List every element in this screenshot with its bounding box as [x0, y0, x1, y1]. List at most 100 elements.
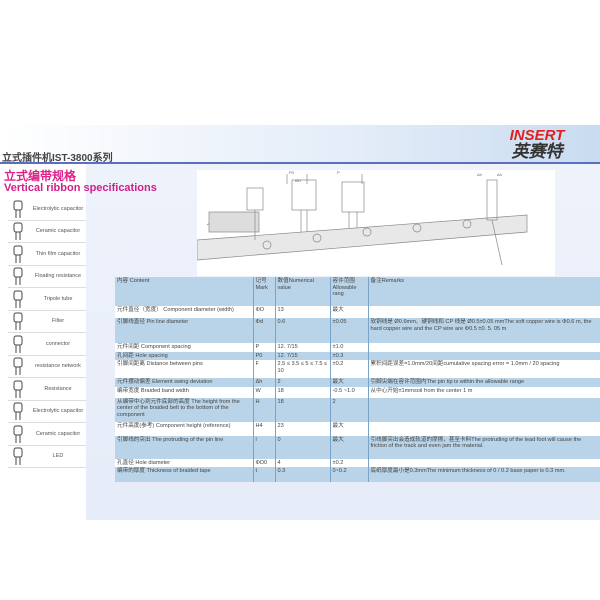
- col-header: 容许范围 Allowable rang: [330, 277, 369, 306]
- table-cell: 编带的厚度 Thickness of braided tape: [115, 467, 254, 482]
- component-item: Electrolytic capacitor: [8, 198, 86, 221]
- resistor-icon: [13, 380, 23, 398]
- table-cell: 引脚间距离 Distance between pins: [115, 360, 254, 378]
- component-label: resistance network: [35, 363, 81, 370]
- table-cell: 2.5 ≤ 3.5 ≤ 5 ≤ 7.5 ≤ 10: [275, 360, 331, 378]
- header-divider: [0, 162, 600, 164]
- ribbon-diagram-icon: P0 ØD P Δh Δh: [196, 170, 528, 266]
- dim-label: Δh: [477, 172, 482, 177]
- component-item: Tripole tube: [8, 288, 86, 311]
- component-item: Ceramic capacitor: [8, 423, 86, 446]
- table-cell: [368, 397, 600, 422]
- table-cell: H: [253, 397, 276, 422]
- col-header: 记号 Mark: [253, 277, 276, 306]
- dim-label: P: [337, 170, 340, 175]
- table-cell: ΦD: [253, 306, 276, 318]
- table-cell: l: [253, 435, 276, 459]
- section-title-cn: 立式编带规格: [4, 169, 77, 183]
- ribbon-drawing: P0 ØD P Δh Δh: [196, 170, 555, 276]
- table-cell: H4: [253, 421, 276, 436]
- component-item: Floating resistance: [8, 266, 86, 288]
- table-cell: 12. 7/15: [275, 351, 331, 360]
- col-header: 备注Remarks: [368, 277, 600, 306]
- section-title-en: Vertical ribbon specifications: [4, 182, 157, 194]
- electrolytic-capacitor-icon: [13, 200, 23, 218]
- component-label: LED: [52, 453, 64, 460]
- table-cell: 最大: [330, 435, 369, 459]
- table-cell: t: [253, 467, 276, 482]
- table-row: 从编带中心到元件底部的高度 The height from the center…: [115, 397, 600, 422]
- component-label: Ceramic capacitor: [35, 228, 81, 235]
- component-label: Electrolytic capacitor: [32, 408, 84, 415]
- component-label: connector: [45, 340, 71, 347]
- resistor-network-icon: [13, 357, 23, 376]
- company-logo: INSERT 英赛特: [497, 128, 577, 161]
- series-title: 立式插件机IST-3800系列: [2, 153, 113, 164]
- component-item: resistance network: [8, 356, 86, 378]
- table-cell: 引脚线直径 Pin line diameter: [115, 318, 254, 343]
- table-cell: W: [253, 386, 276, 398]
- component-item: Thin film capacitor: [8, 243, 86, 266]
- table-cell: ΦD0: [253, 458, 276, 467]
- transistor-icon: [13, 290, 23, 308]
- table-cell: P: [253, 343, 276, 352]
- dim-label: Δh: [497, 172, 502, 177]
- table-cell: 2: [330, 397, 369, 422]
- table-header-row: 内容 Content 记号 Mark 数值Numerical value 容许范…: [115, 277, 600, 306]
- table-cell: 18: [275, 397, 331, 422]
- component-item: Ceramic capacitor: [8, 221, 86, 243]
- table-cell: P0: [253, 351, 276, 360]
- led-icon: [13, 447, 23, 466]
- table-cell: 最大: [330, 306, 369, 318]
- component-label: Tripole tube: [43, 295, 73, 302]
- table-cell: 23: [275, 421, 331, 436]
- table-cell: 0: [275, 435, 331, 459]
- table-cell: [368, 421, 600, 436]
- table-cell: 软铜线是 Ø0.6mm、硬铜线和 CP 线是 Ø0.5±0.05 mmThe s…: [368, 318, 600, 343]
- table-cell: 最大: [330, 378, 369, 387]
- table-cell: F: [253, 360, 276, 378]
- table-cell: 元件摆动偏差 Element swing deviation: [115, 378, 254, 387]
- table-cell: 元件高度(参考) Component height (reference): [115, 421, 254, 436]
- dim-label: P0: [289, 170, 295, 175]
- table-cell: 从中心开始±1mmsoil from the center 1 m: [368, 386, 600, 398]
- component-label: Resistance: [44, 385, 72, 392]
- table-cell: [368, 306, 600, 318]
- component-label: Ceramic capacitor: [35, 430, 81, 437]
- dim-label: ØD: [295, 178, 301, 183]
- table-cell: ±0.2: [330, 458, 369, 467]
- table-cell: 18: [275, 386, 331, 398]
- table-cell: 引脚线的突出 The protruding of the pin line: [115, 435, 254, 459]
- table-cell: [368, 351, 600, 360]
- table-cell: 引线脚突出会造成轨道的摩擦，甚至卡料The protruding of the …: [368, 435, 600, 459]
- table-cell: 引脚尖端在容许范围内The pin tip is within the allo…: [368, 378, 600, 387]
- table-cell: [368, 343, 600, 352]
- table-cell: 孔直径 Hole diameter: [115, 458, 254, 467]
- ceramic-capacitor-icon: [13, 425, 23, 443]
- table-cell: 元件间距 Component spacing: [115, 343, 254, 352]
- table-cell: ±0.2: [330, 360, 369, 378]
- filter-icon: [13, 312, 23, 331]
- table-cell: 元件直径（宽度） Component diameter (width): [115, 306, 254, 318]
- connector-icon: [13, 335, 23, 353]
- table-cell: -0.5 ~1.0: [330, 386, 369, 398]
- component-label: Electrolytic capacitor: [32, 205, 84, 212]
- electrolytic-capacitor-icon: [13, 402, 23, 421]
- table-cell: 2: [275, 378, 331, 387]
- col-header: 内容 Content: [115, 277, 254, 306]
- spec-table: 内容 Content 记号 Mark 数值Numerical value 容许范…: [115, 277, 600, 482]
- table-cell: [368, 458, 600, 467]
- component-item: Electrolytic capacitor: [8, 401, 86, 423]
- table-cell: 底纸厚度最小是0.3mmThe minimum thickness of 0 /…: [368, 467, 600, 482]
- table-cell: Δh: [253, 378, 276, 387]
- table-cell: 最大: [330, 421, 369, 436]
- resistance-icon: [13, 267, 23, 286]
- table-cell: 0.3: [275, 467, 331, 482]
